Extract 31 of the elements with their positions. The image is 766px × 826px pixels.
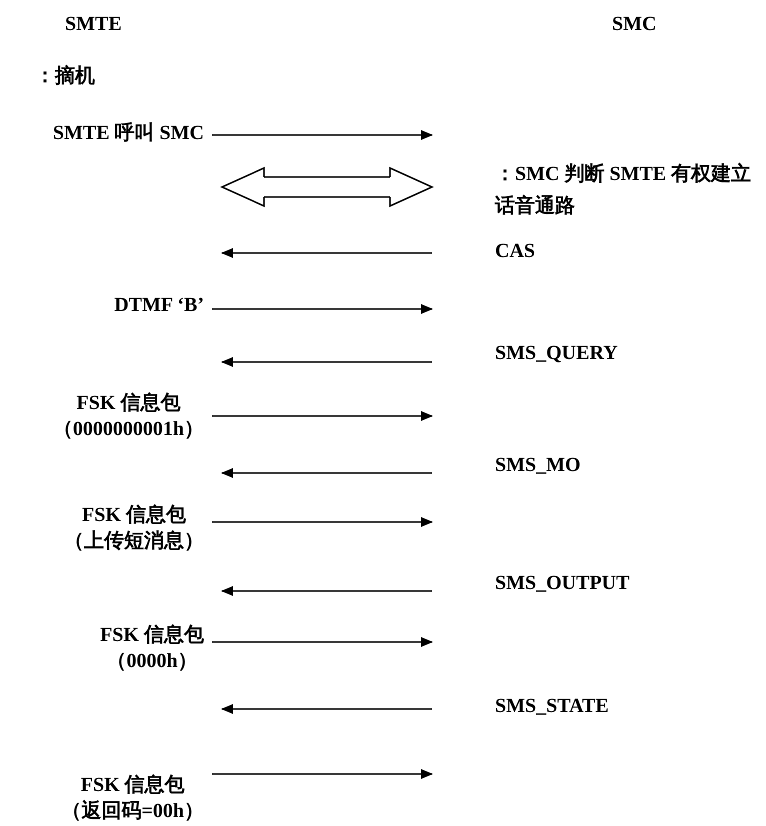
double-arrow — [221, 167, 433, 207]
message-arrow — [212, 769, 433, 779]
message-label: SMS_OUTPUT — [495, 571, 630, 596]
message-arrow — [212, 130, 433, 140]
message-label: FSK 信息包 — [100, 623, 204, 648]
message-arrow — [221, 357, 432, 367]
message-arrow — [212, 304, 433, 314]
message-arrow — [212, 517, 433, 527]
message-detail: （0000h） — [105, 649, 199, 674]
message-label: SMS_QUERY — [495, 341, 619, 366]
lane-heading: SMTE — [65, 12, 122, 36]
message-arrow — [221, 586, 432, 596]
message-label: CAS — [495, 239, 536, 264]
message-arrow — [221, 468, 432, 478]
message-label: FSK 信息包 — [80, 773, 186, 798]
message-detail: （0000000001h） — [52, 417, 204, 442]
note-text: ：摘机 — [35, 64, 95, 88]
message-arrow — [221, 704, 432, 714]
message-label: FSK 信息包 — [81, 503, 187, 528]
message-label: DTMF ‘B’ — [114, 293, 204, 318]
message-arrow — [212, 411, 433, 421]
message-label: ：SMC 判断 SMTE 有权建立话音通路 — [495, 162, 752, 219]
message-arrow — [212, 637, 433, 647]
message-label: SMS_MO — [495, 453, 582, 478]
message-label: SMTE 呼叫 SMC — [52, 121, 204, 146]
lane-heading: SMC — [612, 12, 656, 36]
message-detail: （返回码=00h） — [61, 798, 204, 824]
message-label: FSK 信息包 — [75, 391, 182, 416]
message-arrow — [221, 248, 432, 258]
message-detail: （上传短消息） — [64, 529, 204, 554]
message-label: SMS_STATE — [495, 694, 610, 719]
